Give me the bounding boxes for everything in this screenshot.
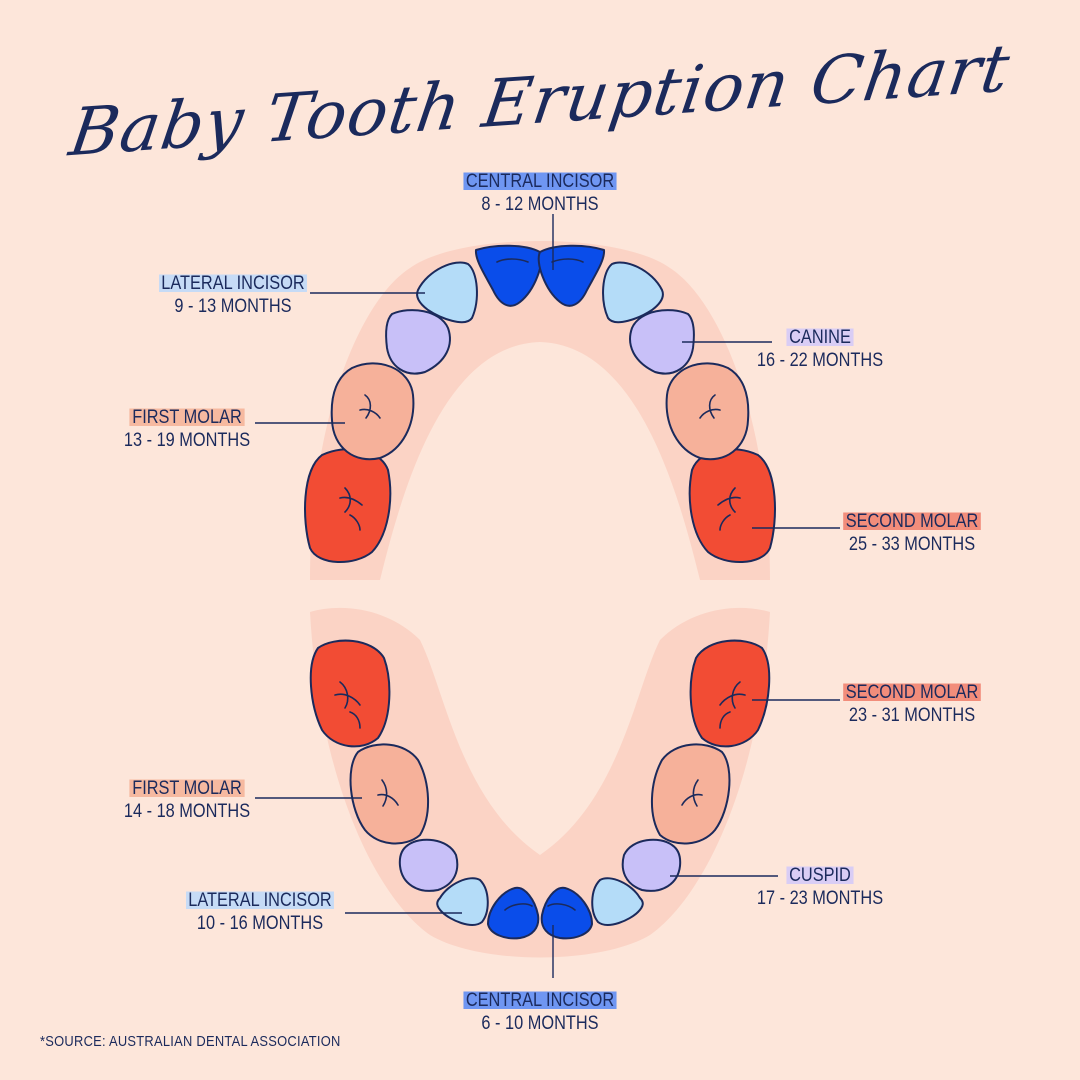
source-note: *SOURCE: AUSTRALIAN DENTAL ASSOCIATION: [40, 1033, 341, 1050]
lower-lateral-incisor-right: [591, 877, 644, 926]
upper-central-incisor-months: 8 - 12 MONTHS: [481, 194, 599, 215]
lower-central-incisor-right: [540, 886, 593, 940]
upper-second-molar-right: [688, 448, 776, 564]
lower-lateral-incisor-name: LATERAL INCISOR: [185, 889, 335, 912]
label-lower-first-molar: FIRST MOLAR 14 - 18 MONTHS: [101, 777, 273, 823]
upper-first-molar-name: FIRST MOLAR: [129, 406, 245, 429]
lower-cuspid-right: [621, 838, 682, 892]
lower-first-molar-name: FIRST MOLAR: [129, 777, 245, 800]
lower-second-molar-right: [689, 639, 771, 748]
lower-cuspid-left: [398, 838, 459, 892]
lower-lateral-incisor-months: 10 - 16 MONTHS: [196, 913, 324, 934]
upper-second-molar-name: SECOND MOLAR: [843, 510, 981, 533]
lower-central-incisor-name: CENTRAL INCISOR: [463, 989, 617, 1012]
upper-canine-right: [629, 309, 695, 375]
upper-second-molar-left: [304, 448, 392, 564]
label-upper-second-molar: SECOND MOLAR 25 - 33 MONTHS: [826, 510, 998, 556]
upper-canine-months: 16 - 22 MONTHS: [756, 350, 884, 371]
label-lower-lateral-incisor: LATERAL INCISOR 10 - 16 MONTHS: [174, 889, 346, 935]
upper-canine-left: [385, 309, 451, 375]
lower-cuspid-months: 17 - 23 MONTHS: [756, 888, 884, 909]
label-lower-cuspid: CUSPID 17 - 23 MONTHS: [734, 864, 906, 910]
upper-lateral-incisor-right: [602, 261, 664, 324]
leader-lines: [255, 214, 840, 978]
label-upper-lateral-incisor: LATERAL INCISOR 9 - 13 MONTHS: [147, 272, 319, 318]
upper-central-incisor-name: CENTRAL INCISOR: [463, 170, 617, 193]
upper-lateral-incisor-months: 9 - 13 MONTHS: [174, 296, 292, 317]
upper-canine-name: CANINE: [786, 326, 854, 349]
upper-lateral-incisor-left: [416, 261, 478, 324]
lower-second-molar-left: [309, 639, 391, 748]
upper-second-molar-months: 25 - 33 MONTHS: [848, 534, 976, 555]
upper-first-molar-months: 13 - 19 MONTHS: [123, 430, 251, 451]
lower-second-molar-name: SECOND MOLAR: [843, 681, 981, 704]
lower-second-molar-months: 23 - 31 MONTHS: [848, 705, 976, 726]
lower-central-incisor-months: 6 - 10 MONTHS: [481, 1013, 599, 1034]
lower-first-molar-months: 14 - 18 MONTHS: [123, 801, 251, 822]
upper-lateral-incisor-name: LATERAL INCISOR: [158, 272, 308, 295]
label-lower-second-molar: SECOND MOLAR 23 - 31 MONTHS: [826, 681, 998, 727]
label-lower-central-incisor: CENTRAL INCISOR 6 - 10 MONTHS: [454, 989, 626, 1035]
lower-cuspid-name: CUSPID: [786, 864, 854, 887]
lower-first-molar-right: [651, 743, 731, 845]
label-upper-central-incisor: CENTRAL INCISOR 8 - 12 MONTHS: [454, 170, 626, 216]
tooth-cusp-lines: [334, 258, 746, 911]
lower-central-incisor-left: [487, 886, 540, 940]
label-upper-canine: CANINE 16 - 22 MONTHS: [734, 326, 906, 372]
lower-first-molar-left: [349, 743, 429, 845]
label-upper-first-molar: FIRST MOLAR 13 - 19 MONTHS: [101, 406, 273, 452]
